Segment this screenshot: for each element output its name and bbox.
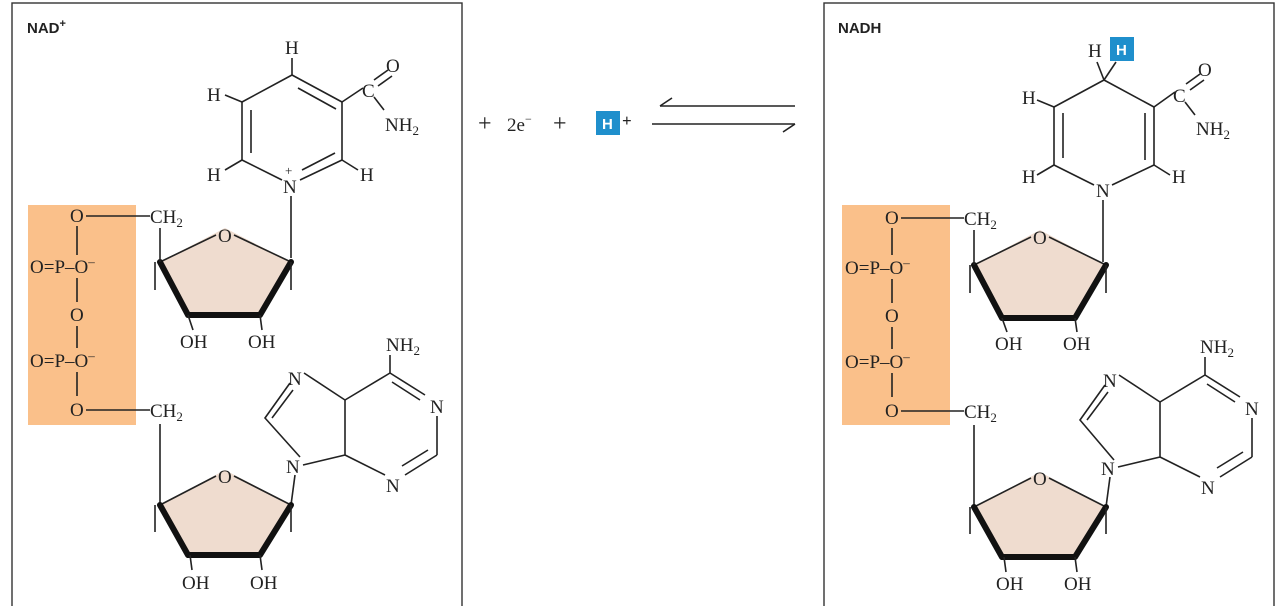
plus-sign-2: + — [553, 111, 567, 137]
lower-ribose-o: O — [218, 467, 232, 488]
nadh-adenine-n1: N — [1245, 399, 1259, 420]
bridge-o-3: O — [70, 400, 84, 421]
equilibrium-arrow-icon — [652, 97, 796, 133]
lower-ribose: O OH OH — [154, 467, 294, 594]
nadh-lower-ch2: CH2 — [964, 402, 997, 425]
nadh-upper-ribose: O OH OH CH2 — [964, 209, 1109, 355]
nadh-lower-ribose-oh-1: OH — [996, 574, 1024, 595]
nadh-ring-h-bottom-right: H — [1172, 167, 1186, 188]
nadh-adenine-nh2: NH2 — [1200, 337, 1234, 360]
nadh-phosphate-2: O=P–O– — [845, 349, 910, 373]
nadh-amide-c: C — [1173, 86, 1186, 107]
nadh-bridge-o-1: O — [885, 208, 899, 229]
upper-ribose-o: O — [218, 226, 232, 247]
adenine-n1: N — [430, 397, 444, 418]
proton-label: H — [602, 116, 613, 133]
nadh-lower-ribose: O OH OH — [969, 469, 1109, 595]
electrons-label: 2e− — [507, 112, 532, 136]
adenine-n7: N — [288, 369, 302, 390]
ring-h-top: H — [285, 38, 299, 59]
nadh-ring-h-top: H — [1088, 41, 1102, 62]
phosphate-2: O=P–O– — [30, 348, 95, 372]
nadh-ring-n: N — [1096, 181, 1110, 202]
adenine-nh2: NH2 — [386, 335, 420, 358]
lower-ribose-oh-2: OH — [250, 573, 278, 594]
plus-sign-1: + — [478, 111, 492, 137]
adenine: N N N N NH2 — [263, 335, 444, 506]
phosphate-highlight — [28, 205, 136, 425]
proton-charge: + — [622, 111, 632, 130]
adenine-n3: N — [386, 476, 400, 497]
nad-title: NAD+ — [27, 18, 66, 37]
upper-ribose-oh-1: OH — [180, 332, 208, 353]
amide-nh2: NH2 — [385, 115, 419, 138]
nadh-panel: NADH H H H H H N C — [823, 2, 1275, 611]
upper-ribose-oh-2: OH — [248, 332, 276, 353]
nadh-phosphate-1: O=P–O– — [845, 255, 910, 279]
nadh-phosphate-chain: O O=P–O– O O=P–O– O CH2 — [845, 208, 997, 507]
nad-panel: NAD+ H H H H N + — [11, 2, 463, 611]
nadh-title: NADH — [838, 20, 881, 37]
upper-ch2: CH2 — [150, 207, 183, 230]
ring-h-bottom-right: H — [360, 165, 374, 186]
phosphate-1: O=P–O– — [30, 254, 95, 278]
lower-ch2: CH2 — [150, 401, 183, 424]
ring-h-bottom-left: H — [207, 165, 221, 186]
ring-h-left: H — [207, 85, 221, 106]
nadh-panel-border — [823, 2, 1275, 611]
nadh-hydride-label: H — [1116, 42, 1127, 59]
nadh-ring-h-left: H — [1022, 88, 1036, 109]
nadh-lower-ribose-o: O — [1033, 469, 1047, 490]
adenine-n9: N — [286, 457, 300, 478]
reaction-equation: + 2e− + H + — [478, 97, 796, 137]
nadh-amide-o: O — [1198, 60, 1212, 81]
amide-o: O — [386, 56, 400, 77]
amide-c: C — [362, 81, 375, 102]
nadh-adenine-n7: N — [1103, 371, 1117, 392]
nadh-amide-nh2: NH2 — [1196, 119, 1230, 142]
ring-plus-charge: + — [285, 163, 292, 178]
bridge-o-1: O — [70, 206, 84, 227]
nad-panel-border — [11, 2, 463, 611]
lower-ribose-oh-1: OH — [182, 573, 210, 594]
nadh-adenine-n9: N — [1101, 459, 1115, 480]
nadh-upper-ch2: CH2 — [964, 209, 997, 232]
phosphate-chain: O O=P–O– O O=P–O– O CH2 — [30, 206, 183, 505]
nadh-adenine-n3: N — [1201, 478, 1215, 499]
nadh-hydride-box — [1110, 37, 1134, 61]
nadh-upper-ribose-o: O — [1033, 228, 1047, 249]
proton-highlight-box — [596, 111, 620, 135]
nadh-upper-ribose-oh-2: OH — [1063, 334, 1091, 355]
nadh-ring-h-bottom-left: H — [1022, 167, 1036, 188]
nadh-lower-ribose-oh-2: OH — [1064, 574, 1092, 595]
nadh-adenine: N N N N NH2 — [1078, 337, 1259, 508]
nadh-bridge-o-3: O — [885, 401, 899, 422]
ring-n-plus: N — [283, 177, 297, 198]
dihydropyridine-ring: H H H H H N C O NH2 — [1022, 37, 1230, 262]
nadh-phosphate-highlight — [842, 205, 950, 425]
nadh-upper-ribose-oh-1: OH — [995, 334, 1023, 355]
upper-ribose: O OH OH CH2 — [150, 207, 294, 353]
nadh-bridge-o-2: O — [885, 306, 899, 327]
nicotinamide-ring: H H H H N + C O NH2 — [207, 38, 419, 258]
bridge-o-2: O — [70, 305, 84, 326]
